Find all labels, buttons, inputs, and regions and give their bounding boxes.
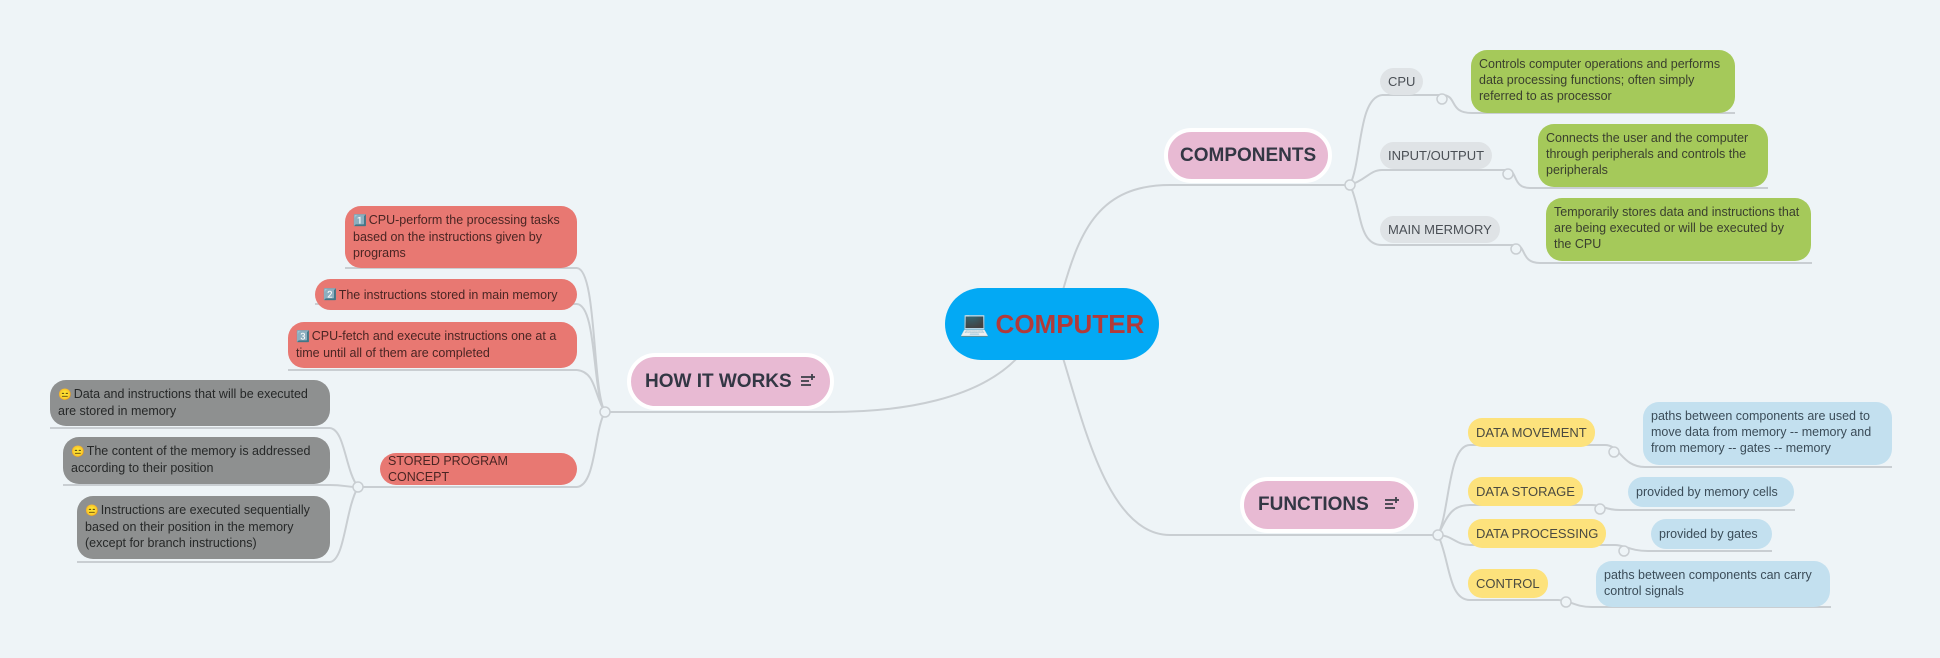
stored-program-item-1-text: Data and instructions that will be execu… xyxy=(58,387,308,418)
how-step-2[interactable]: 2️⃣The instructions stored in main memor… xyxy=(315,279,577,310)
topic-components[interactable]: COMPONENTS xyxy=(1164,128,1332,183)
topic-how-it-works-label: HOW IT WORKS xyxy=(645,370,792,392)
how-step-3-text: CPU-fetch and execute instructions one a… xyxy=(296,329,557,360)
junction-dot xyxy=(1510,243,1522,255)
notes-icon[interactable] xyxy=(1384,496,1400,514)
function-data-movement[interactable]: DATA MOVEMENT xyxy=(1468,418,1595,447)
function-control-detail[interactable]: paths between components can carry contr… xyxy=(1596,561,1830,607)
stored-program-item-1[interactable]: 😑Data and instructions that will be exec… xyxy=(50,380,330,426)
junction-dot xyxy=(1608,446,1620,458)
component-input-output-detail[interactable]: Connects the user and the computer throu… xyxy=(1538,124,1768,187)
stored-program-concept-label: STORED PROGRAM CONCEPT xyxy=(388,454,508,484)
function-data-movement-detail-text: paths between components are used to mov… xyxy=(1651,409,1872,455)
central-topic-label: COMPUTER xyxy=(995,308,1145,339)
connector-how-it-works xyxy=(605,354,1021,413)
connector-components xyxy=(1062,184,1350,291)
function-data-processing[interactable]: DATA PROCESSING xyxy=(1468,519,1607,548)
component-cpu-label: CPU xyxy=(1388,74,1416,89)
topic-how-it-works[interactable]: HOW IT WORKS xyxy=(627,353,834,410)
computer-icon: 💻 xyxy=(959,310,990,338)
function-data-movement-detail[interactable]: paths between components are used to mov… xyxy=(1643,402,1892,465)
function-data-storage-detail-text: provided by memory cells xyxy=(1636,485,1778,499)
topic-components-label: COMPONENTS xyxy=(1180,144,1317,166)
connector-functions xyxy=(1062,357,1438,536)
keycap-1-icon: 1️⃣ xyxy=(353,215,367,227)
stored-program-item-2-text: The content of the memory is addressed a… xyxy=(71,444,311,475)
function-data-storage-label: DATA STORAGE xyxy=(1476,484,1575,499)
component-main-memory-detail[interactable]: Temporarily stores data and instructions… xyxy=(1546,198,1811,261)
stored-program-item-3[interactable]: 😑Instructions are executed sequentially … xyxy=(77,496,330,559)
function-data-storage-detail[interactable]: provided by memory cells xyxy=(1628,477,1794,507)
component-input-output[interactable]: INPUT/OUTPUT xyxy=(1380,142,1493,169)
function-data-movement-label: DATA MOVEMENT xyxy=(1476,425,1587,440)
keycap-3-icon: 3️⃣ xyxy=(296,331,310,343)
function-control[interactable]: CONTROL xyxy=(1468,569,1548,598)
junction-dot xyxy=(1560,596,1572,608)
junction-dot xyxy=(1502,168,1514,180)
junction-dot xyxy=(599,406,611,418)
component-main-memory-label: MAIN MERMORY xyxy=(1388,222,1492,237)
component-input-output-label: INPUT/OUTPUT xyxy=(1388,148,1485,163)
function-data-processing-detail[interactable]: provided by gates xyxy=(1651,519,1772,549)
function-control-label: CONTROL xyxy=(1476,576,1540,591)
stored-program-concept[interactable]: STORED PROGRAM CONCEPT xyxy=(380,453,577,485)
junction-dot xyxy=(352,481,364,493)
component-input-output-detail-text: Connects the user and the computer throu… xyxy=(1546,131,1749,177)
component-cpu[interactable]: CPU xyxy=(1380,68,1424,95)
notes-icon[interactable] xyxy=(800,373,816,391)
how-step-1-text: CPU-perform the processing tasks based o… xyxy=(353,213,560,260)
junction-dot xyxy=(1618,545,1630,557)
how-step-3[interactable]: 3️⃣CPU-fetch and execute instructions on… xyxy=(288,322,577,368)
expressionless-face-icon: 😑 xyxy=(58,389,72,401)
junction-dot xyxy=(1344,179,1356,191)
junction-dot xyxy=(1432,529,1444,541)
how-step-1[interactable]: 1️⃣CPU-perform the processing tasks base… xyxy=(345,206,577,268)
stored-program-item-3-text: Instructions are executed sequentially b… xyxy=(85,503,310,550)
expressionless-face-icon: 😑 xyxy=(85,505,99,517)
function-data-storage[interactable]: DATA STORAGE xyxy=(1468,477,1583,506)
function-data-processing-detail-text: provided by gates xyxy=(1659,527,1758,541)
topic-functions-label: FUNCTIONS xyxy=(1258,494,1369,515)
junction-dot xyxy=(1436,93,1448,105)
function-control-detail-text: paths between components can carry contr… xyxy=(1604,568,1812,598)
function-data-processing-label: DATA PROCESSING xyxy=(1476,526,1599,541)
component-cpu-detail-text: Controls computer operations and perform… xyxy=(1479,57,1721,103)
expressionless-face-icon: 😑 xyxy=(71,446,85,458)
how-step-2-text: The instructions stored in main memory xyxy=(338,287,558,302)
component-main-memory[interactable]: MAIN MERMORY xyxy=(1380,216,1500,243)
central-topic[interactable]: 💻 COMPUTER xyxy=(945,288,1159,360)
topic-functions[interactable]: FUNCTIONS xyxy=(1240,477,1418,533)
stored-program-item-2[interactable]: 😑The content of the memory is addressed … xyxy=(63,437,330,484)
component-cpu-detail[interactable]: Controls computer operations and perform… xyxy=(1471,50,1735,113)
keycap-2-icon: 2️⃣ xyxy=(323,288,337,301)
junction-dot xyxy=(1594,503,1606,515)
component-main-memory-detail-text: Temporarily stores data and instructions… xyxy=(1554,205,1800,251)
